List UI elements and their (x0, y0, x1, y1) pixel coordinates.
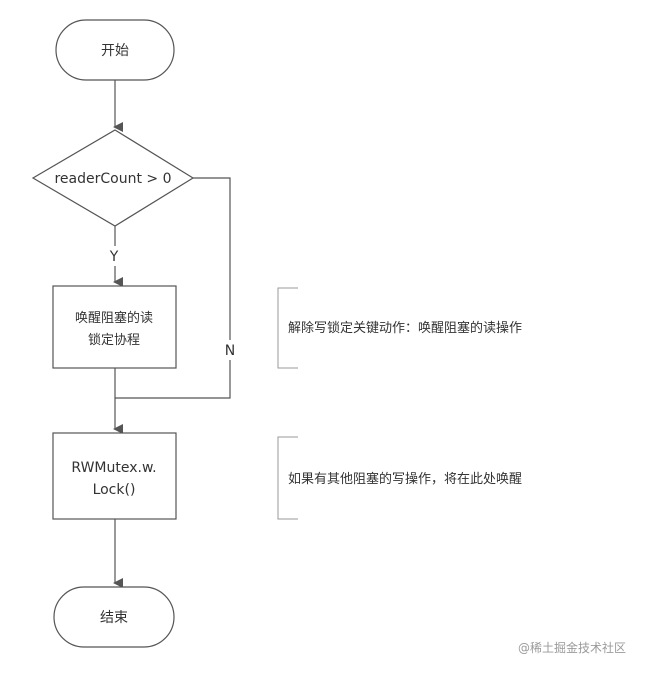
process1-line2: 锁定协程 (88, 332, 140, 348)
annotation-bracket-2 (277, 436, 298, 520)
no-label: N (225, 343, 235, 359)
process-node-wake-readers (52, 285, 177, 369)
annotation-note-1: 解除写锁定关键动作：唤醒阻塞的读操作 (288, 320, 522, 336)
process1-line1: 唤醒阻塞的读 (75, 310, 153, 326)
start-label: 开始 (101, 43, 129, 59)
yes-label-bg (106, 246, 122, 266)
end-node (53, 586, 175, 648)
watermark: @稀土掘金技术社区 (518, 640, 626, 655)
connector-decision-no-branch (115, 177, 231, 399)
decision-label: readerCount > 0 (54, 171, 171, 187)
end-label: 结束 (100, 610, 128, 626)
no-label-bg (220, 340, 240, 360)
process2-line1: RWMutex.w. (71, 460, 156, 476)
process2-line2: Lock() (93, 482, 136, 498)
yes-label: Y (109, 249, 119, 265)
annotation-bracket-1 (277, 287, 298, 369)
process-node-lock (52, 432, 177, 520)
annotation-note-2: 如果有其他阻塞的写操作，将在此处唤醒 (288, 471, 522, 487)
